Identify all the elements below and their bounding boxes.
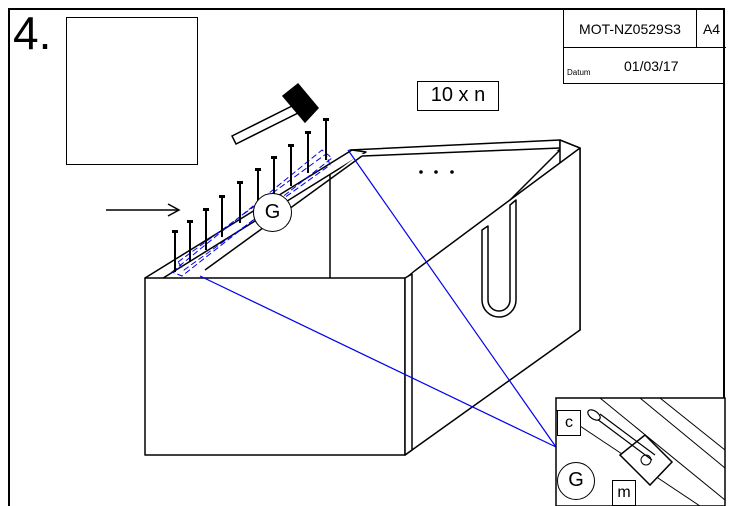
mark-m-label: m [612, 480, 636, 506]
date-value: 01/03/17 [624, 58, 679, 74]
screw-c-label: c [557, 410, 581, 436]
hammer-icon [230, 82, 319, 146]
datum-label: Datum [567, 68, 591, 77]
u-cutout [481, 199, 517, 318]
front-panel [144, 277, 406, 456]
quantity-label: 10 x n [417, 81, 499, 111]
drawing-frame [8, 8, 725, 506]
front-panel-edge [404, 273, 413, 456]
detail-leader-lines [199, 149, 557, 448]
hidden-rail [171, 149, 333, 277]
sheet-size: A4 [697, 10, 726, 48]
ellipsis-dots [419, 170, 454, 174]
reference-code: MOT-NZ0529S3 [564, 10, 697, 48]
detail-window [555, 397, 726, 506]
part-g-label: G [253, 193, 292, 232]
screw-icon [587, 409, 656, 461]
direction-arrow [106, 203, 181, 217]
step-number: 4. [13, 7, 52, 59]
tools-panel [66, 17, 198, 165]
nail-heads [172, 118, 329, 233]
detail-part-g-label: G [557, 462, 595, 500]
title-block: MOT-NZ0529S3 A4 Datum 01/03/17 [563, 10, 726, 84]
